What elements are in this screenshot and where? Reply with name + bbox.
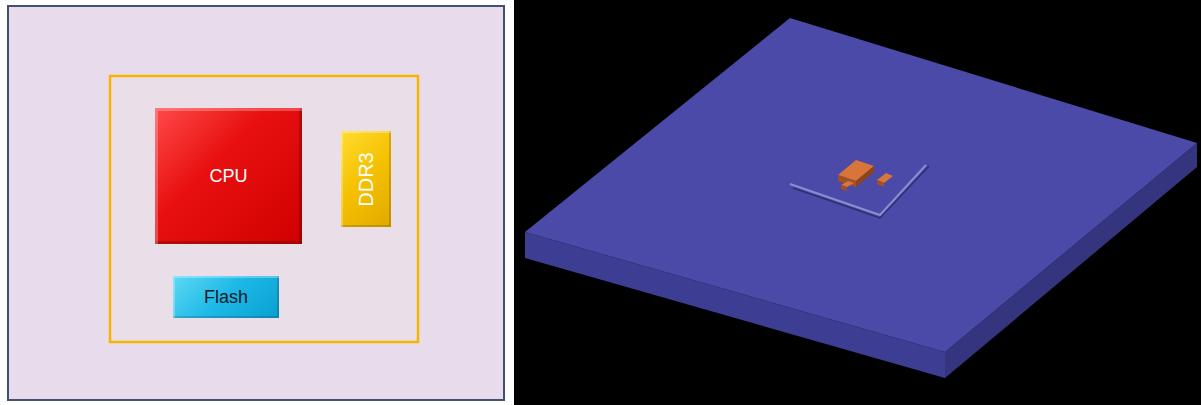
chip-label: Flash	[204, 287, 248, 308]
chip-small	[841, 185, 847, 191]
chip-small	[877, 180, 884, 187]
render-background	[514, 0, 1201, 405]
chip-side	[838, 175, 856, 187]
module-outline	[110, 76, 418, 342]
chip-label: CPU	[209, 166, 247, 187]
memory-chip: DDR3	[341, 131, 391, 227]
board-panel	[8, 6, 504, 400]
cpu-chip: CPU	[155, 108, 302, 244]
chip-label: DDR3	[355, 152, 378, 206]
flash-chip: Flash	[173, 276, 279, 318]
chip-side	[856, 166, 874, 187]
slab-top	[525, 18, 1197, 352]
